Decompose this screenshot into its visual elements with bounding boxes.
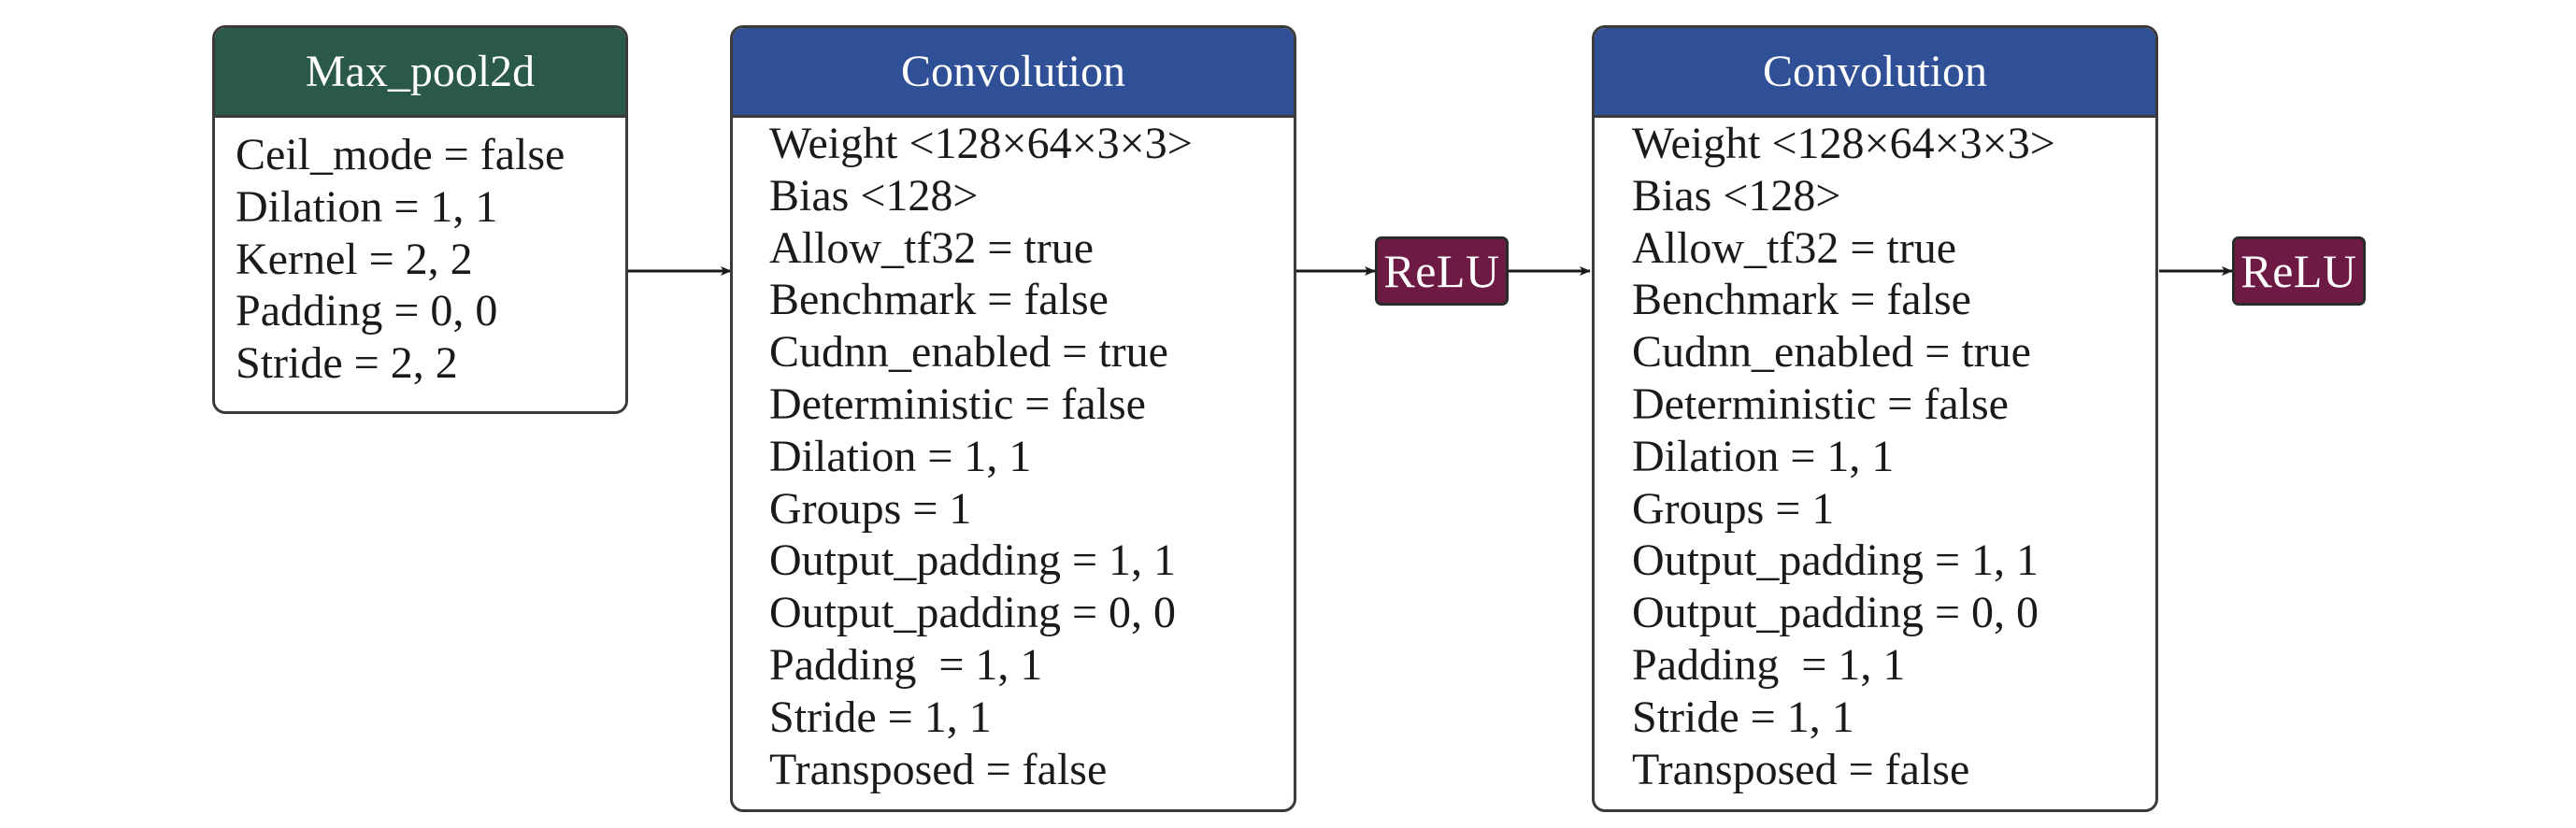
conv2-attr: Bias <128> bbox=[1632, 170, 1841, 221]
conv2-node[interactable]: Convolution Weight <128×64×3×3> Bias <12… bbox=[1592, 25, 2158, 812]
relu2-node[interactable]: ReLU bbox=[2232, 236, 2366, 306]
conv2-attr: Benchmark = false bbox=[1632, 275, 1971, 325]
conv2-attr: Output_padding = 0, 0 bbox=[1632, 588, 2039, 638]
conv2-node-title: Convolution bbox=[1595, 28, 2155, 118]
conv1-attr: Bias <128> bbox=[769, 170, 979, 221]
maxpool-attr: Stride = 2, 2 bbox=[236, 338, 458, 389]
conv1-attr: Allow_tf32 = true bbox=[769, 222, 1095, 273]
maxpool-attr: Dilation = 1, 1 bbox=[236, 181, 498, 232]
conv1-attr: Output_padding = 1, 1 bbox=[769, 535, 1177, 586]
maxpool-attr: Padding = 0, 0 bbox=[236, 286, 498, 336]
maxpool-attr: Kernel = 2, 2 bbox=[236, 234, 473, 284]
conv2-attr: Allow_tf32 = true bbox=[1632, 222, 1957, 273]
conv1-attr: Cudnn_enabled = true bbox=[769, 327, 1168, 378]
maxpool-node-title: Max_pool2d bbox=[215, 28, 625, 118]
conv2-attr: Output_padding = 1, 1 bbox=[1632, 535, 2039, 586]
conv1-node[interactable]: Convolution Weight <128×64×3×3> Bias <12… bbox=[730, 25, 1296, 812]
conv1-node-attributes: Weight <128×64×3×3> Bias <128> Allow_tf3… bbox=[733, 118, 1294, 795]
conv1-attr: Dilation = 1, 1 bbox=[769, 431, 1032, 481]
conv1-attr: Weight <128×64×3×3> bbox=[769, 119, 1193, 168]
conv1-attr: Benchmark = false bbox=[769, 275, 1109, 325]
conv2-attr: Stride = 1, 1 bbox=[1632, 692, 1854, 742]
conv1-attr: Padding = 1, 1 bbox=[769, 639, 1043, 690]
conv2-node-attributes: Weight <128×64×3×3> Bias <128> Allow_tf3… bbox=[1595, 118, 2155, 795]
conv2-attr: Weight <128×64×3×3> bbox=[1632, 119, 2055, 168]
conv1-attr: Groups = 1 bbox=[769, 483, 972, 534]
conv2-attr: Cudnn_enabled = true bbox=[1632, 327, 2031, 378]
conv2-attr: Deterministic = false bbox=[1632, 378, 2009, 429]
conv1-attr: Output_padding = 0, 0 bbox=[769, 588, 1177, 638]
conv1-attr: Deterministic = false bbox=[769, 378, 1146, 429]
relu1-node[interactable]: ReLU bbox=[1375, 236, 1509, 306]
maxpool-node-attributes: Ceil_mode = false Dilation = 1, 1 Kernel… bbox=[215, 118, 625, 390]
conv2-attr: Groups = 1 bbox=[1632, 483, 1835, 534]
conv1-attr: Transposed = false bbox=[769, 744, 1108, 794]
conv2-attr: Transposed = false bbox=[1632, 744, 1970, 794]
conv2-attr: Dilation = 1, 1 bbox=[1632, 431, 1895, 481]
conv1-attr: Stride = 1, 1 bbox=[769, 692, 992, 742]
maxpool-attr: Ceil_mode = false bbox=[236, 130, 565, 179]
maxpool-node[interactable]: Max_pool2d Ceil_mode = false Dilation = … bbox=[212, 25, 628, 414]
conv1-node-title: Convolution bbox=[733, 28, 1294, 118]
conv2-attr: Padding = 1, 1 bbox=[1632, 639, 1906, 690]
